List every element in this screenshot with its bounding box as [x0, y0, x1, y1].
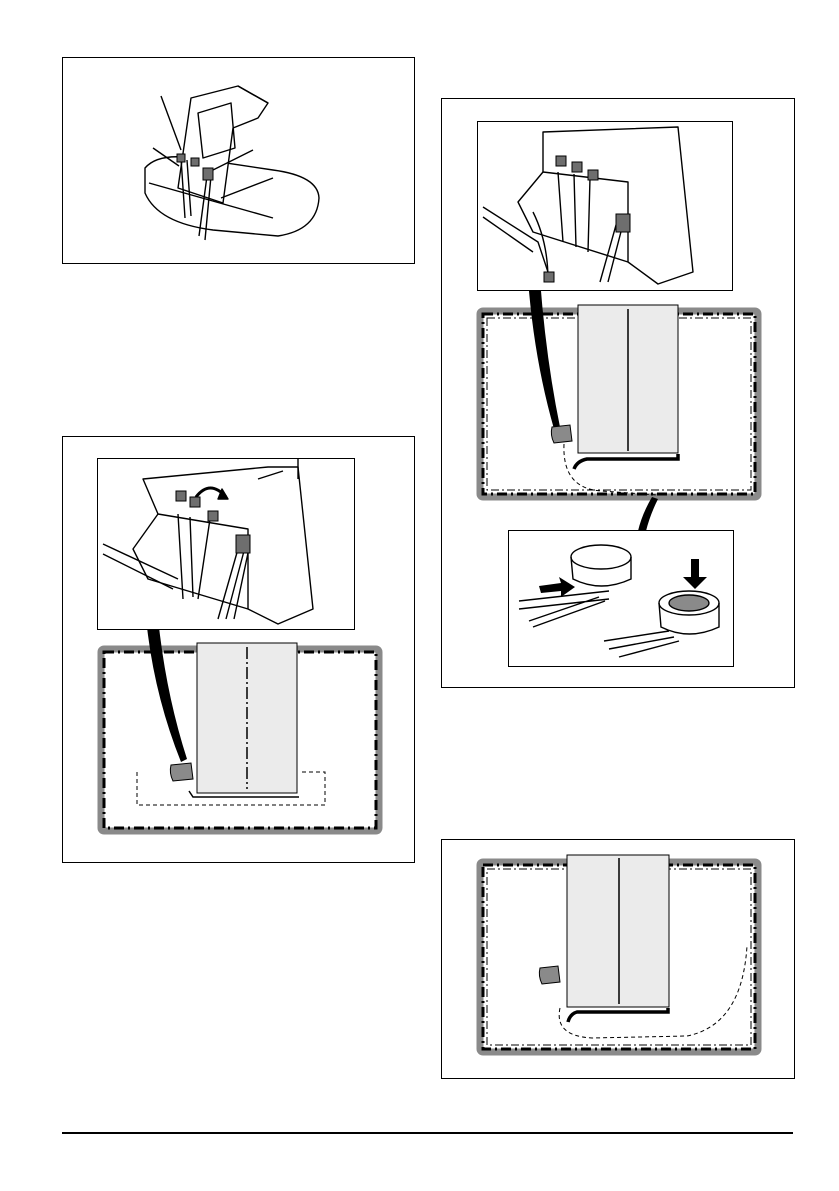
lawn-layout-diagram: [442, 840, 794, 1078]
figure-1-frame: [62, 57, 415, 264]
connector-icon: [539, 966, 560, 984]
swap-connectors-illustration: [98, 459, 354, 629]
push-arrow-icon: [539, 577, 575, 597]
figure-4-frame: [441, 839, 795, 1079]
connector-icon: [551, 425, 572, 443]
guide-wire-connector-illustration: [478, 122, 732, 290]
press-arrow-icon: [683, 559, 707, 589]
footer-rule: [62, 1132, 793, 1134]
figure-3-top-inset: [477, 121, 733, 291]
figure-3-frame: [441, 98, 795, 688]
splice-connector-illustration: [509, 531, 733, 666]
figure-2-frame: [62, 436, 415, 863]
press-arrow-icon: [669, 595, 709, 611]
connector-icon: [170, 763, 193, 781]
figure-2-inset: [97, 458, 355, 630]
charging-station-illustration: [63, 58, 414, 263]
figure-3-splice-inset: [508, 530, 734, 667]
